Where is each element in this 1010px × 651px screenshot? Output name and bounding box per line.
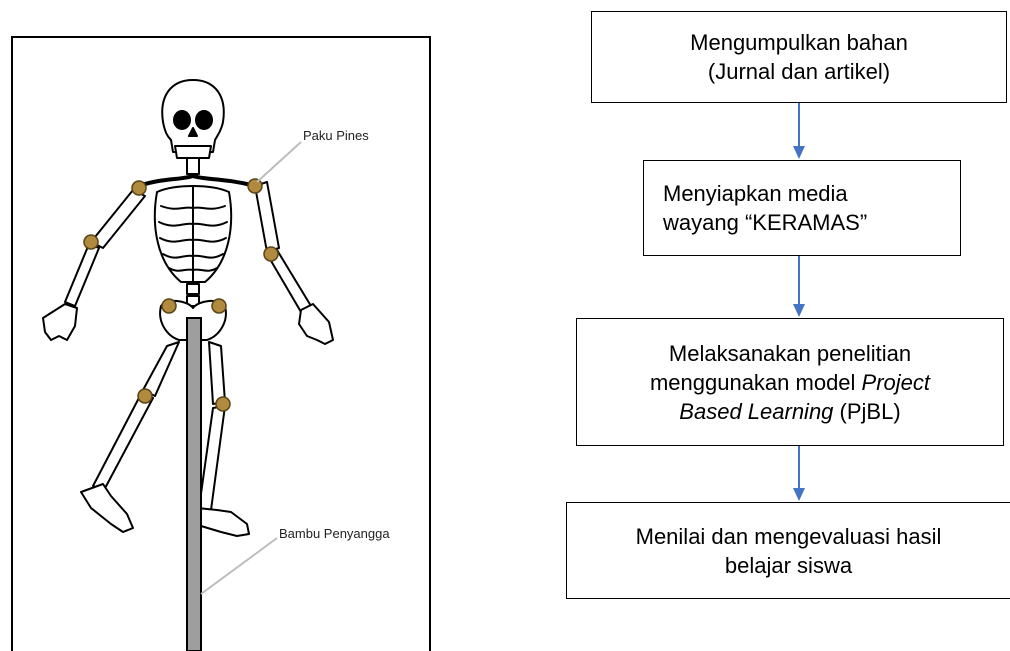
pin-right-hip [212, 299, 226, 313]
skull [162, 80, 224, 152]
pin-left-shoulder [132, 181, 146, 195]
bamboo-stick [187, 318, 201, 651]
flow-step-1-text: Mengumpulkan bahan (Jurnal dan artikel) [690, 28, 908, 86]
clavicles [139, 176, 255, 186]
pin-left-knee [138, 389, 152, 403]
flow-step-3-text: Melaksanakan penelitian menggunakan mode… [650, 339, 930, 426]
flow-arrow-2 [789, 256, 809, 318]
flow-step-1-line-2: (Jurnal dan artikel) [690, 57, 908, 86]
bamboo-leader-line [201, 538, 277, 594]
flow-step-2-line-2: wayang “KERAMAS” [663, 208, 867, 237]
right-hand [299, 304, 333, 344]
left-foot [81, 484, 133, 532]
flow-step-3-line-2: menggunakan model Project [650, 368, 930, 397]
skeleton-puppet-figure: Paku Pines Bambu Penyangga [11, 36, 431, 651]
pin-right-shoulder [248, 179, 262, 193]
flow-step-collect-materials: Mengumpulkan bahan (Jurnal dan artikel) [591, 11, 1007, 103]
pin-right-elbow [264, 247, 278, 261]
right-thigh [209, 342, 225, 404]
pin-right-knee [216, 397, 230, 411]
flow-step-3-line-3-suffix: (PjBL) [833, 399, 900, 424]
left-hand [43, 304, 77, 340]
jaw [175, 146, 211, 158]
pin-left-hip [162, 299, 176, 313]
flow-step-4-line-1: Menilai dan mengevaluasi hasil [636, 522, 942, 551]
flow-step-3-line-2-prefix: menggunakan model [650, 370, 862, 395]
flow-step-3-line-3-italic: Based Learning [679, 399, 833, 424]
flow-arrow-1 [789, 103, 809, 160]
flow-step-evaluate-results: Menilai dan mengevaluasi hasil belajar s… [566, 502, 1010, 599]
left-thigh [143, 342, 179, 396]
pins-leader-line [257, 142, 301, 182]
flow-step-prepare-media: Menyiapkan media wayang “KERAMAS” [643, 160, 961, 256]
flow-step-conduct-research: Melaksanakan penelitian menggunakan mode… [576, 318, 1004, 446]
pins-label: Paku Pines [303, 128, 369, 143]
flow-step-1-line-1: Mengumpulkan bahan [690, 28, 908, 57]
left-upper-arm [91, 190, 145, 248]
flow-step-4-text: Menilai dan mengevaluasi hasil belajar s… [636, 522, 942, 580]
flow-step-3-line-1: Melaksanakan penelitian [650, 339, 930, 368]
flow-step-2-line-1: Menyiapkan media [663, 179, 867, 208]
right-foot [197, 508, 249, 536]
flow-step-4-line-2: belajar siswa [636, 551, 942, 580]
flow-step-3-line-2-italic: Project [862, 370, 930, 395]
bamboo-label: Bambu Penyangga [279, 526, 390, 541]
pin-left-elbow [84, 235, 98, 249]
flow-arrow-3 [789, 446, 809, 502]
skeleton-puppet-illustration: Paku Pines Bambu Penyangga [11, 36, 431, 651]
left-shin [93, 394, 153, 492]
left-forearm [65, 244, 99, 306]
flow-step-3-line-3: Based Learning (PjBL) [650, 397, 930, 426]
flow-step-2-text: Menyiapkan media wayang “KERAMAS” [663, 179, 867, 237]
right-shin [199, 406, 225, 510]
